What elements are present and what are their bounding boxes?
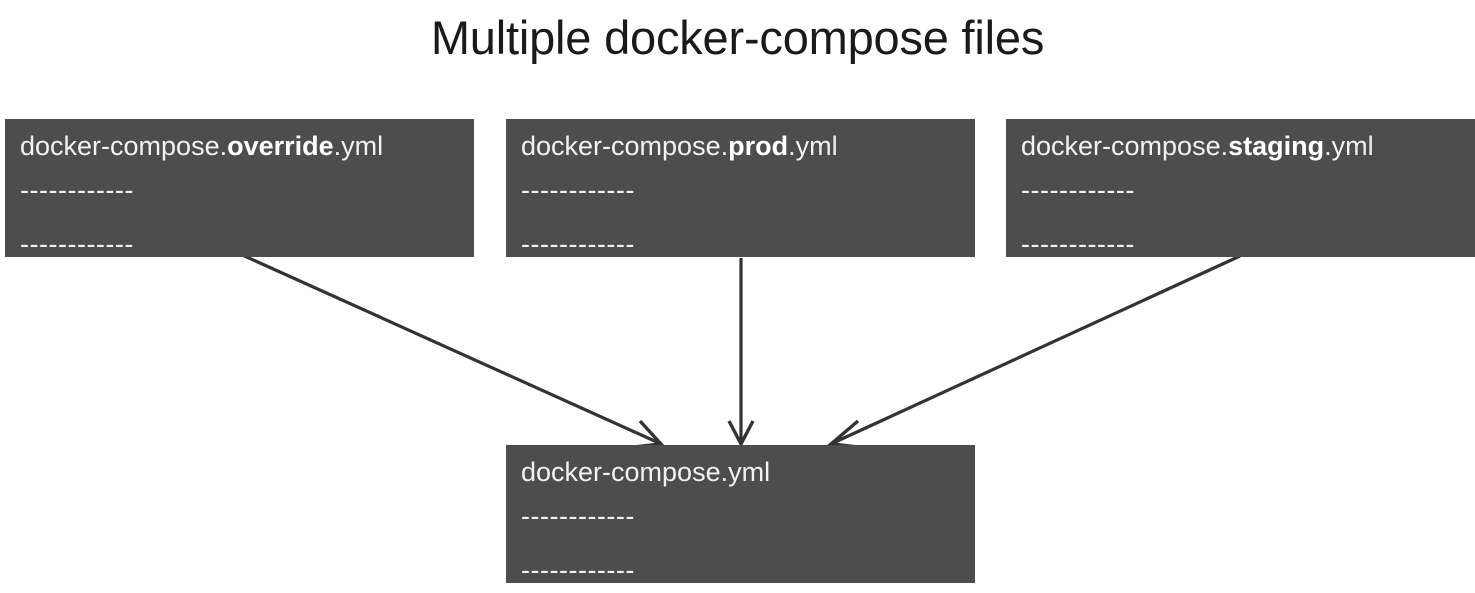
dash-line-2: ------------ — [521, 554, 635, 583]
dash-line-1: ------------ — [521, 500, 635, 531]
file-box-base[interactable]: docker-compose.yml ------------ --------… — [506, 445, 975, 583]
file-box-prod[interactable]: docker-compose.prod.yml ------------ ---… — [506, 119, 975, 257]
arrow-staging-to-base — [826, 254, 1241, 449]
file-name-prod: docker-compose.prod.yml — [521, 130, 975, 163]
file-prefix: docker-compose. — [521, 131, 729, 161]
file-prefix: docker-compose.yml — [521, 457, 771, 487]
file-emphasis: prod — [728, 131, 789, 161]
dash-line-1: ------------ — [521, 174, 635, 205]
dash-line-1: ------------ — [20, 174, 134, 205]
file-suffix: .yml — [333, 131, 384, 161]
file-emphasis: override — [227, 131, 334, 161]
dash-line-1: ------------ — [1021, 174, 1135, 205]
file-box-override[interactable]: docker-compose.override.yml ------------… — [5, 119, 474, 257]
file-name-base: docker-compose.yml — [521, 456, 975, 489]
dash-line-2: ------------ — [521, 228, 635, 257]
dash-line-2: ------------ — [1021, 228, 1135, 257]
page-title: Multiple docker-compose files — [430, 11, 1045, 64]
file-emphasis: staging — [1228, 131, 1325, 161]
dash-line-2: ------------ — [20, 228, 134, 257]
file-suffix: .yml — [788, 131, 838, 161]
file-box-staging[interactable]: docker-compose.staging.yml ------------ … — [1006, 119, 1475, 257]
file-prefix: docker-compose. — [1021, 131, 1229, 161]
file-name-override: docker-compose.override.yml — [20, 130, 474, 163]
file-suffix: .yml — [1324, 131, 1374, 161]
arrow-override-to-base — [239, 252, 665, 449]
arrow-prod-to-base — [727, 258, 755, 448]
file-prefix: docker-compose. — [20, 131, 228, 161]
file-name-staging: docker-compose.staging.yml — [1021, 130, 1475, 163]
